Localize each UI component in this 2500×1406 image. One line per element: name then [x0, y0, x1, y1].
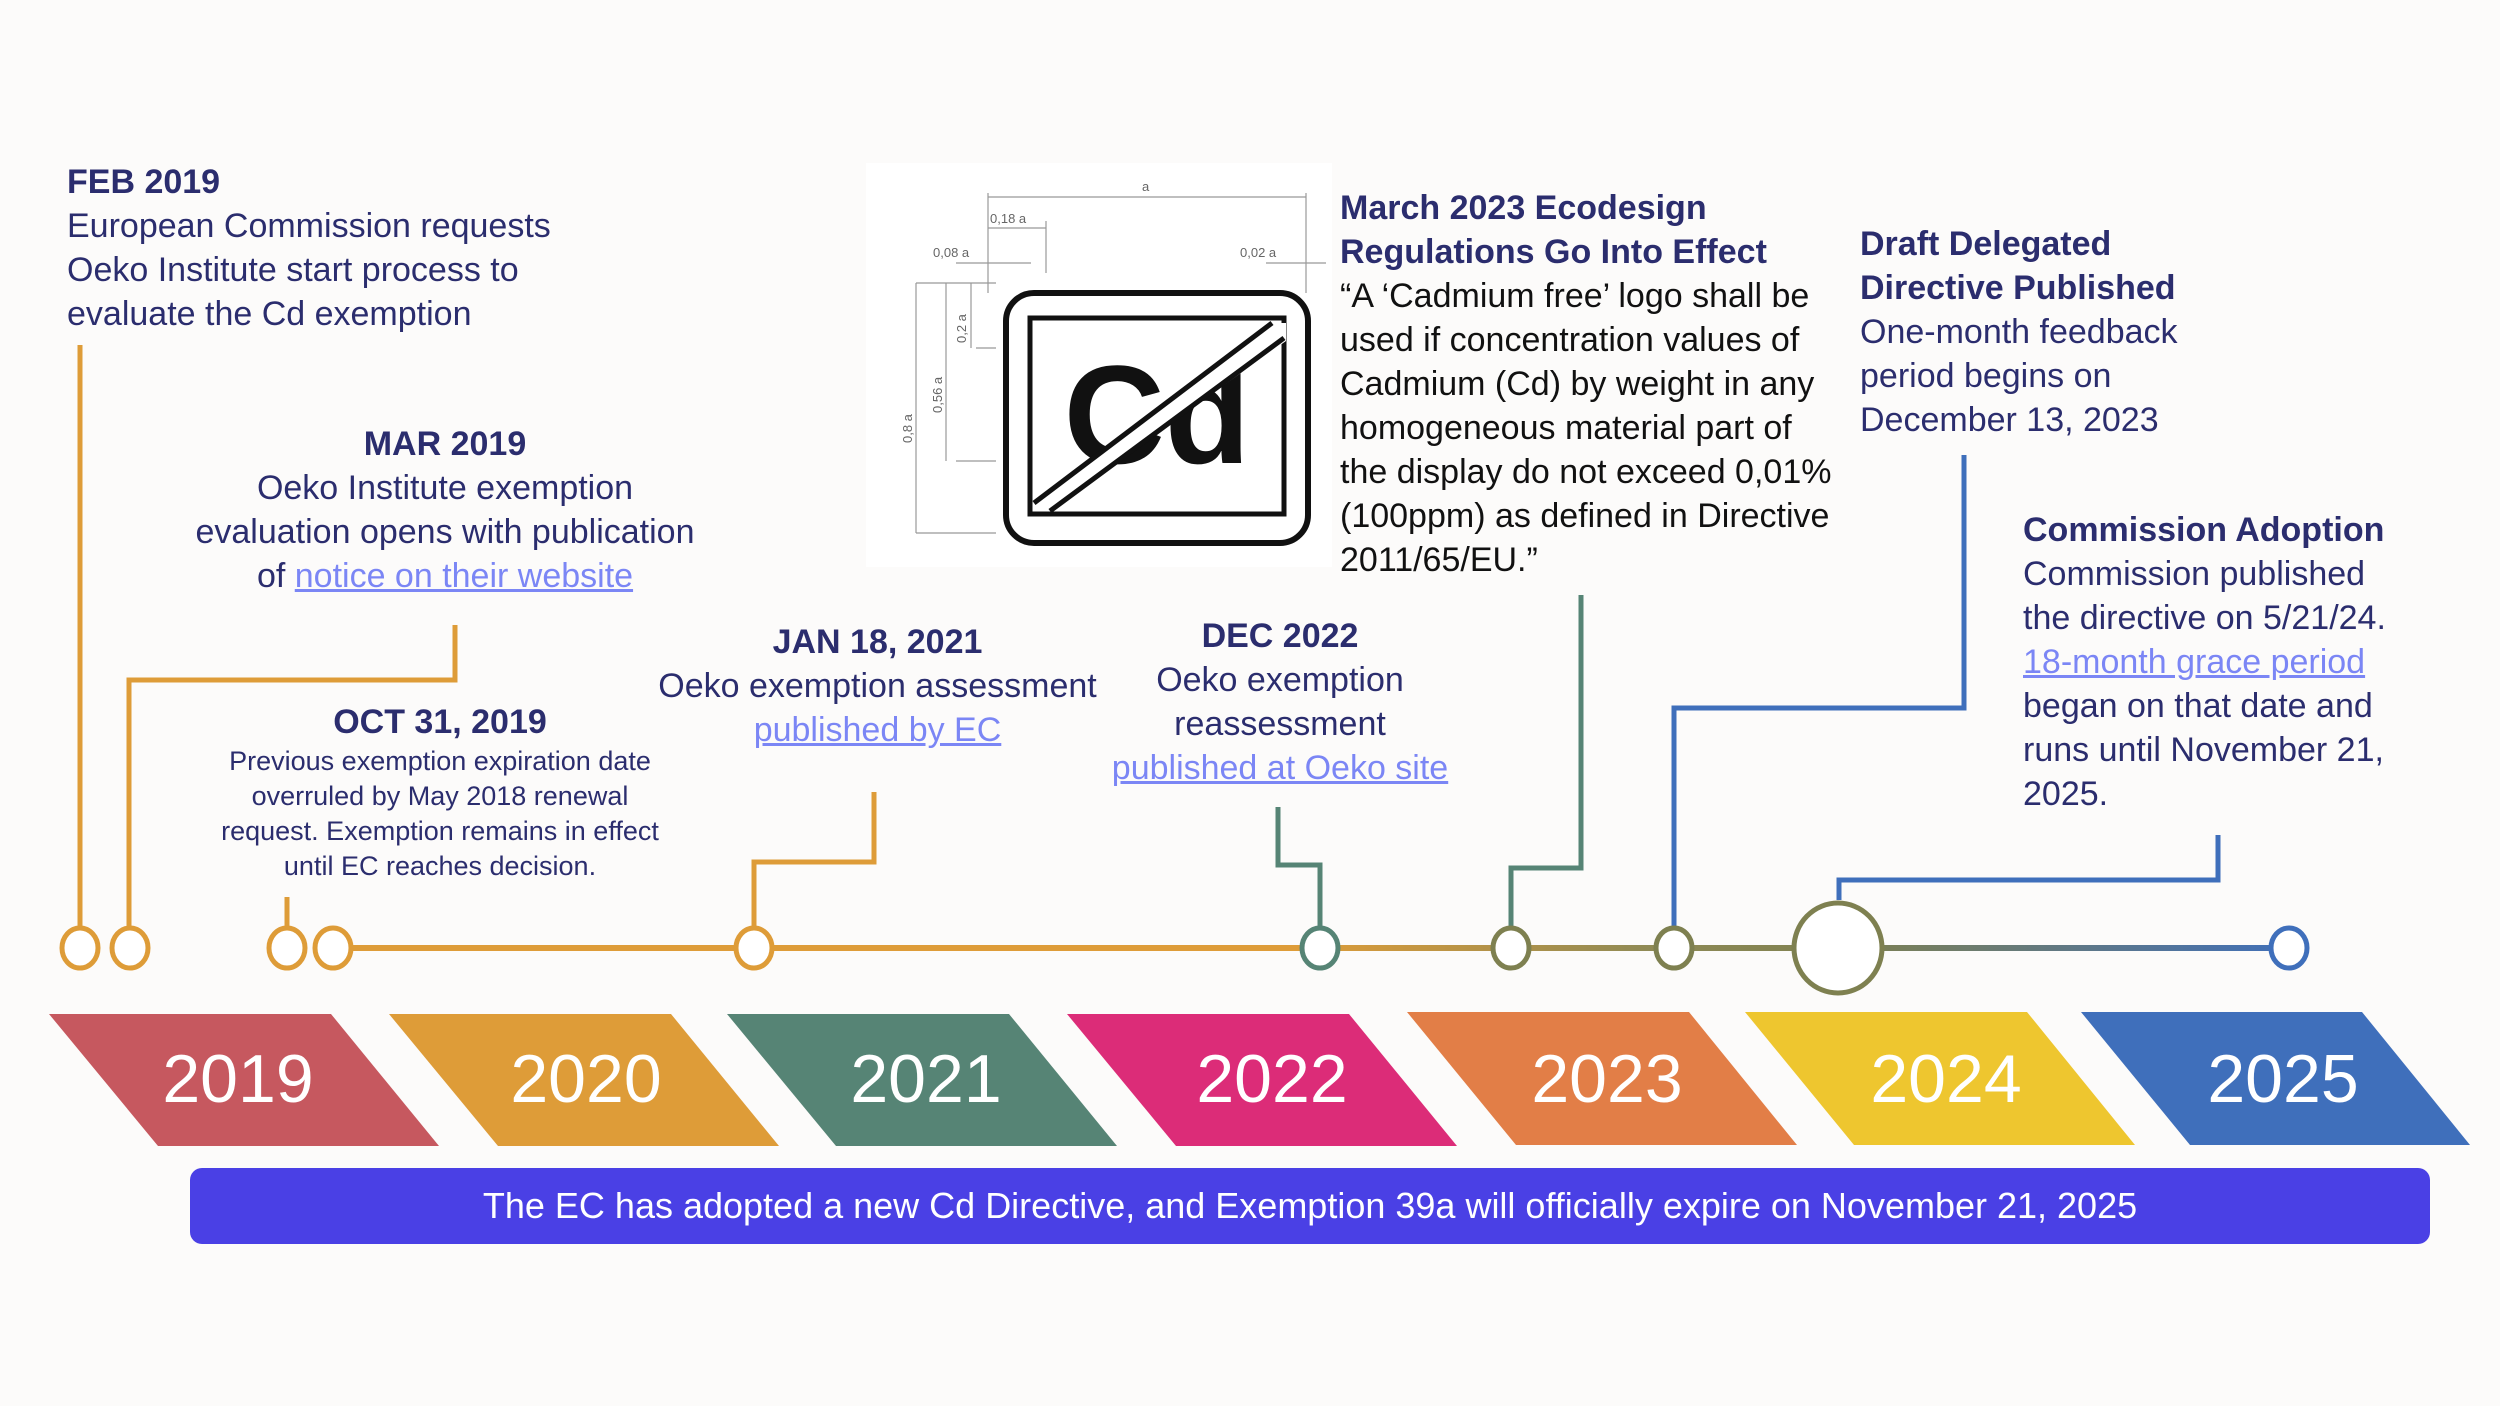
- published-at-oeko-link[interactable]: published at Oeko site: [1111, 749, 1449, 787]
- dim-08a: 0,8 a: [900, 413, 915, 443]
- expiry-banner: The EC has adopted a new Cd Directive, a…: [190, 1168, 2430, 1244]
- node-nov2025: [2268, 925, 2310, 971]
- event-line: overruled by May 2018 renewal: [251, 781, 629, 811]
- quote-line: “A ‘Cadmium free’ logo shall be: [1340, 277, 1810, 315]
- prefix-text: of: [256, 557, 295, 595]
- quote-line: used if concentration values of: [1340, 321, 1800, 359]
- node-feb2019: [59, 925, 101, 971]
- year-label-2022: 2022: [1196, 1041, 1348, 1117]
- event-line: One-month feedback: [1860, 313, 2178, 351]
- event-dec2022: DEC 2022 Oeko exemption reassessment pub…: [1090, 614, 1470, 790]
- event-date: MAR 2019: [363, 425, 527, 463]
- event-line: Oeko exemption: [1156, 661, 1404, 699]
- quote-line: Cadmium (Cd) by weight in any: [1340, 365, 1815, 403]
- node-oct2019-b: [312, 925, 354, 971]
- quote-line: homogeneous material part of: [1340, 409, 1792, 447]
- connector-dec2022: [1275, 807, 1323, 930]
- event-line: Oeko Institute exemption: [256, 469, 634, 507]
- dim-056a: 0,56 a: [930, 376, 945, 413]
- event-line: Oeko exemption assessment: [658, 667, 1097, 705]
- dim-a: a: [1142, 179, 1150, 194]
- event-title: Draft Delegated: [1860, 225, 2112, 263]
- notice-website-link[interactable]: notice on their website: [294, 557, 634, 595]
- year-label-2021: 2021: [850, 1041, 1002, 1117]
- event-dec2023: Draft Delegated Directive Published One-…: [1860, 222, 2260, 442]
- event-date: FEB 2019: [67, 163, 221, 201]
- year-label-2025: 2025: [2207, 1041, 2359, 1117]
- quote-line: 2011/65/EU.”: [1340, 541, 1538, 579]
- year-shape-2021: [727, 1014, 1117, 1146]
- connector-dec2023: [1671, 455, 1967, 930]
- event-mar2023: March 2023 Ecodesign Regulations Go Into…: [1340, 186, 1860, 582]
- year-label-2019: 2019: [162, 1041, 314, 1117]
- event-may2024: Commission Adoption Commission published…: [2023, 508, 2453, 816]
- dim-002a: 0,02 a: [1240, 245, 1277, 260]
- event-date: DEC 2022: [1201, 617, 1359, 655]
- node-dec2023: [1653, 925, 1695, 971]
- year-label-2023: 2023: [1531, 1041, 1683, 1117]
- event-jan2021: JAN 18, 2021 Oeko exemption assessment p…: [630, 620, 1125, 752]
- event-title: Directive Published: [1860, 269, 2176, 307]
- event-mar2019: MAR 2019 Oeko Institute exemption evalua…: [150, 422, 740, 598]
- connector-mar2023: [1508, 595, 1584, 930]
- cadmium-free-logo-diagram: a 0,18 a 0,08 a 0,02 a 0,2 a 0,56 a 0,8 …: [866, 163, 1332, 567]
- event-line: period begins on: [1860, 357, 2112, 395]
- node-mar2023: [1490, 925, 1532, 971]
- node-mar2019: [109, 925, 151, 971]
- connector-jan2021: [751, 792, 877, 930]
- event-line: the directive on 5/21/24.: [2023, 599, 2386, 637]
- event-line: began on that date and: [2023, 687, 2373, 725]
- quote-line: (100ppm) as defined in Directive: [1340, 497, 1830, 535]
- event-line: evaluation opens with publication: [195, 513, 695, 551]
- cadmium-free-logo-icon: a 0,18 a 0,08 a 0,02 a 0,2 a 0,56 a 0,8 …: [900, 179, 1326, 546]
- year-label-2024: 2024: [1870, 1041, 2022, 1117]
- event-line: reassessment: [1174, 705, 1386, 743]
- event-date: OCT 31, 2019: [333, 703, 547, 741]
- event-line-with-link: of notice on their website: [150, 554, 740, 598]
- event-feb2019: FEB 2019 European Commission requests Oe…: [67, 160, 627, 336]
- event-line: Commission published: [2023, 555, 2366, 593]
- node-jan2021: [733, 925, 775, 971]
- banner-text: The EC has adopted a new Cd Directive, a…: [482, 1185, 2138, 1226]
- event-line: Oeko Institute start process to: [67, 251, 519, 289]
- event-oct2019: OCT 31, 2019 Previous exemption expirati…: [180, 700, 700, 884]
- connector-mar2019: [126, 625, 458, 930]
- year-shape-2020: [389, 1014, 779, 1146]
- year-shape-2025: [2081, 1012, 2470, 1145]
- node-dec2022: [1299, 925, 1341, 971]
- dim-02a: 0,2 a: [954, 313, 969, 343]
- year-shape-2019: [49, 1014, 439, 1146]
- event-title: March 2023 Ecodesign: [1340, 189, 1707, 227]
- year-shape-2023: [1407, 1012, 1797, 1145]
- event-line: December 13, 2023: [1860, 401, 2159, 439]
- connector-may2024: [1836, 835, 2221, 900]
- year-shape-2024: [1745, 1012, 2135, 1145]
- event-line: European Commission requests: [67, 207, 551, 245]
- year-label-2020: 2020: [510, 1041, 662, 1117]
- event-line: evaluate the Cd exemption: [67, 295, 472, 333]
- event-title: Commission Adoption: [2023, 511, 2385, 549]
- node-oct2019-a: [266, 925, 308, 971]
- event-line: Previous exemption expiration date: [229, 746, 651, 776]
- event-line: until EC reaches decision.: [283, 851, 597, 881]
- grace-period-link[interactable]: 18-month grace period: [2023, 643, 2366, 681]
- published-by-ec-link[interactable]: published by EC: [753, 711, 1002, 749]
- event-title: Regulations Go Into Effect: [1340, 233, 1767, 271]
- node-may2024: [1791, 900, 1885, 996]
- dim-008a: 0,08 a: [933, 245, 970, 260]
- event-line: request. Exemption remains in effect: [221, 816, 659, 846]
- dim-018a: 0,18 a: [990, 211, 1027, 226]
- event-line: 2025.: [2023, 775, 2109, 813]
- event-line: runs until November 21,: [2023, 731, 2384, 769]
- quote-line: the display do not exceed 0,01%: [1340, 453, 1832, 491]
- event-date: JAN 18, 2021: [772, 623, 983, 661]
- year-shape-2022: [1067, 1014, 1457, 1146]
